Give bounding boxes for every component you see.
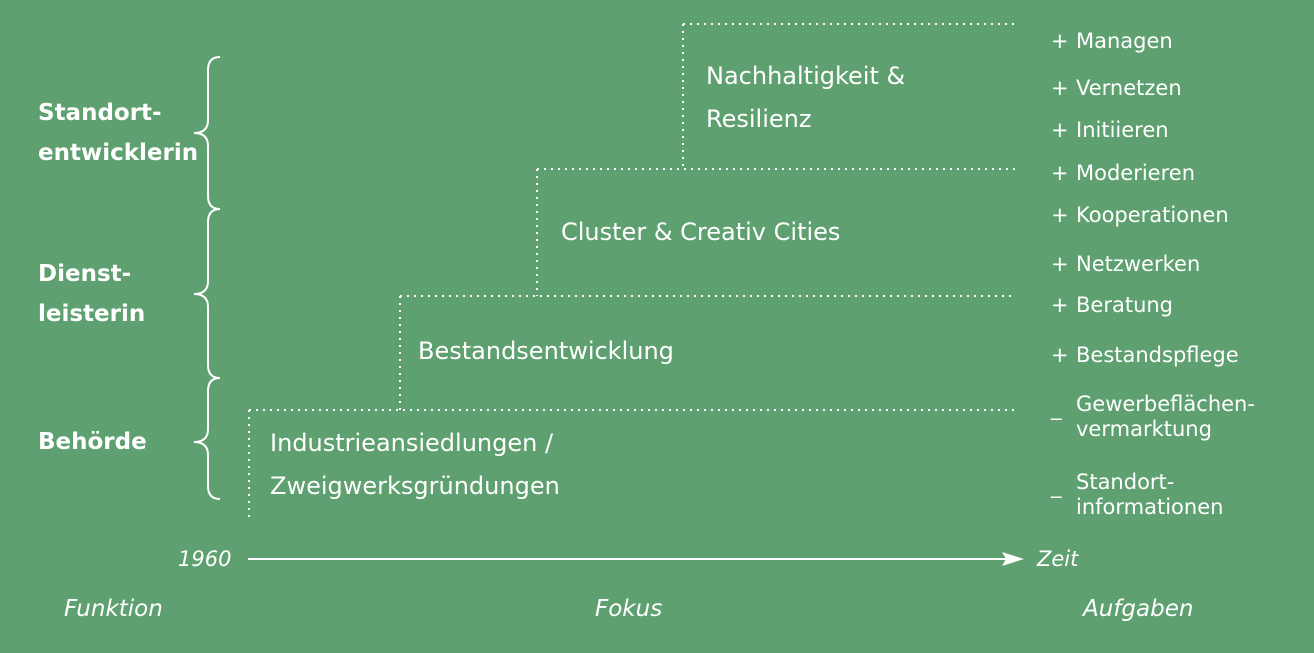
task-label: Moderieren [1076,161,1196,185]
axis-start-label: 1960 [178,547,232,571]
task-label: Initiieren [1076,118,1169,142]
focus-step4-line1: Nachhaltigkeit & [706,62,906,90]
brace-behoerde [193,377,221,500]
function-standortentwicklerin: Standort- entwicklerin [38,93,198,173]
plus-icon: + [1051,252,1069,276]
time-axis-arrowhead [1002,552,1024,566]
plus-icon: + [1051,293,1069,317]
axis-end-label: Zeit [1037,547,1079,571]
task-item: + Beratung [1051,293,1173,318]
focus-nachhaltigkeit-resilienz: Nachhaltigkeit & Resilienz [706,55,905,141]
task-label: Kooperationen [1076,203,1229,227]
footer-fokus: Fokus [595,596,663,622]
focus-industrieansiedlungen: Industrieansiedlungen / Zweigwerksgründu… [270,422,560,508]
focus-step1-line1: Industrieansiedlungen / [270,429,554,457]
focus-step4-line2: Resilienz [706,105,812,133]
task-label-line1: Gewerbeflächen- [1076,392,1255,416]
focus-step1-line2: Zweigwerksgründungen [270,472,560,500]
task-item: _ Standort- informationen [1051,470,1223,520]
task-label: Vernetzen [1076,76,1182,100]
function-standort-line2: entwicklerin [38,140,199,166]
task-item: + Initiieren [1051,118,1169,143]
plus-icon: + [1051,343,1069,367]
plus-icon: + [1051,76,1069,100]
task-item: + Moderieren [1051,161,1195,186]
brace-standort [193,56,221,210]
plus-icon: + [1051,29,1069,53]
task-item: + Vernetzen [1051,76,1182,101]
task-label-line2: vermarktung [1076,417,1212,441]
function-dienstleisterin: Dienst- leisterin [38,254,145,334]
focus-cluster-creativ-cities: Cluster & Creativ Cities [561,218,841,246]
task-label-line2: informationen [1076,495,1224,519]
plus-icon: + [1051,203,1069,227]
footer-funktion: Funktion [64,596,163,622]
footer-aufgaben: Aufgaben [1083,596,1194,622]
plus-icon: + [1051,161,1069,185]
task-item: + Bestandspflege [1051,343,1239,368]
brace-dienst [193,208,221,379]
task-label: Netzwerken [1076,252,1201,276]
function-dienst-line2: leisterin [38,301,146,327]
task-label: Gewerbeflächen- vermarktung [1076,392,1255,442]
task-item: + Netzwerken [1051,252,1200,277]
task-label: Managen [1076,29,1173,53]
function-standort-line1: Standort- [38,100,162,126]
step-lines [248,23,1015,522]
focus-bestandsentwicklung: Bestandsentwicklung [418,337,674,365]
minus-icon: _ [1051,396,1062,420]
task-label: Beratung [1076,293,1174,317]
function-behoerde: Behörde [38,429,147,455]
task-item: + Kooperationen [1051,203,1229,228]
task-item: + Managen [1051,29,1173,54]
task-label-line1: Standort- [1076,470,1175,494]
task-label: Standort- informationen [1076,470,1223,520]
function-dienst-line1: Dienst- [38,261,132,287]
task-label: Bestandspflege [1076,343,1239,367]
task-item: _ Gewerbeflächen- vermarktung [1051,392,1255,442]
minus-icon: _ [1051,474,1062,498]
plus-icon: + [1051,118,1069,142]
